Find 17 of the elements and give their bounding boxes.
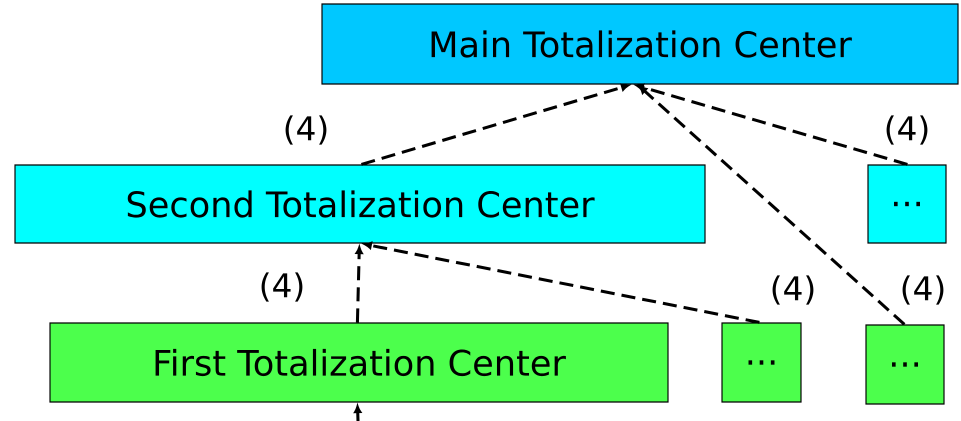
dashed-arrow	[364, 242, 760, 324]
count-label: (4)	[286, 115, 326, 145]
dashed-arrow	[354, 405, 362, 421]
center-box: First Totalization Center	[49, 322, 669, 403]
count-label: (4)	[902, 275, 944, 305]
dashed-arrow	[636, 84, 908, 166]
center-box: ...	[865, 324, 945, 405]
dashed-arrow	[355, 246, 363, 322]
dashed-arrow	[360, 84, 629, 166]
center-box: ...	[721, 322, 802, 403]
center-box: Second Totalization Center	[14, 164, 706, 244]
dashed-arrow	[639, 86, 906, 326]
count-label: (4)	[772, 275, 814, 305]
center-box: ...	[867, 164, 947, 244]
count-label: (4)	[262, 272, 302, 302]
count-label: (4)	[886, 115, 928, 145]
center-box: Main Totalization Center	[321, 3, 959, 85]
